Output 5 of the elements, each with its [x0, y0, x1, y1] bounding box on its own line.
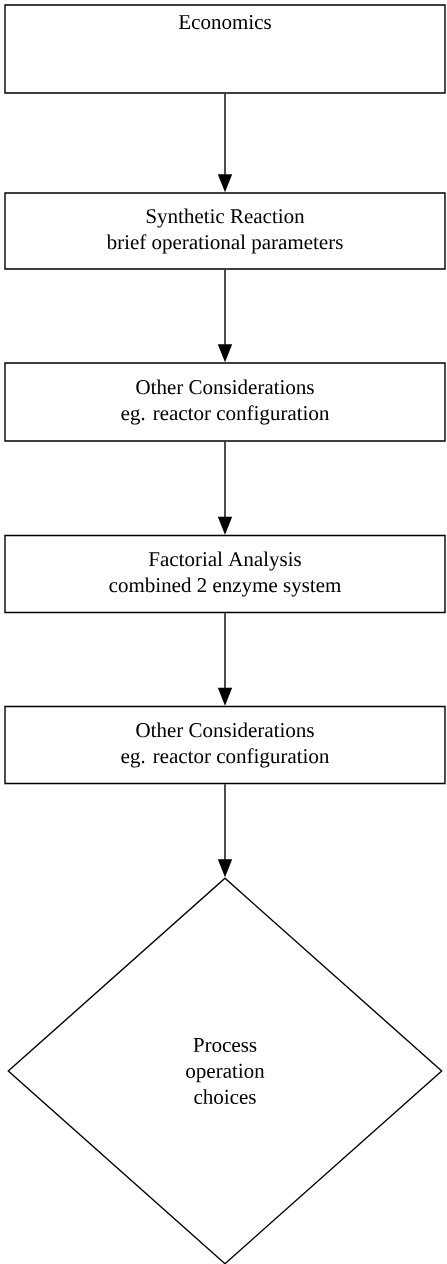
process-box: Other Considerations eg. reactor configuration [4, 705, 446, 785]
process-box: Other Considerations eg. reactor configuration [4, 362, 446, 442]
process-box: Synthetic Reaction brief operational parameters [4, 192, 446, 270]
process-box: Economics [4, 4, 446, 94]
process-box: Factorial Analysis combined 2 enzyme system [4, 534, 446, 614]
